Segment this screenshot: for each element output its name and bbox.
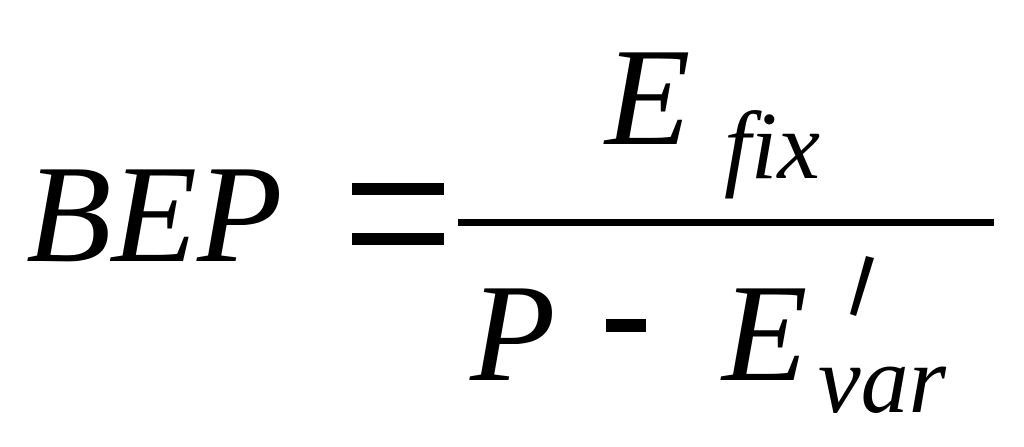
equals-sign <box>352 183 444 245</box>
numerator-symbol: E <box>605 20 691 175</box>
prime-mark <box>850 256 874 316</box>
minus-sign <box>606 319 646 332</box>
fraction-bar <box>458 219 994 226</box>
formula-lhs: BEP <box>26 137 283 292</box>
denominator-subscript: var <box>818 326 946 433</box>
equals-bar-bottom <box>352 233 444 245</box>
numerator-subscript: fix <box>724 92 820 199</box>
equals-bar-top <box>352 183 444 195</box>
denominator-first-term: P <box>470 256 556 411</box>
denominator-symbol: E <box>722 256 808 411</box>
